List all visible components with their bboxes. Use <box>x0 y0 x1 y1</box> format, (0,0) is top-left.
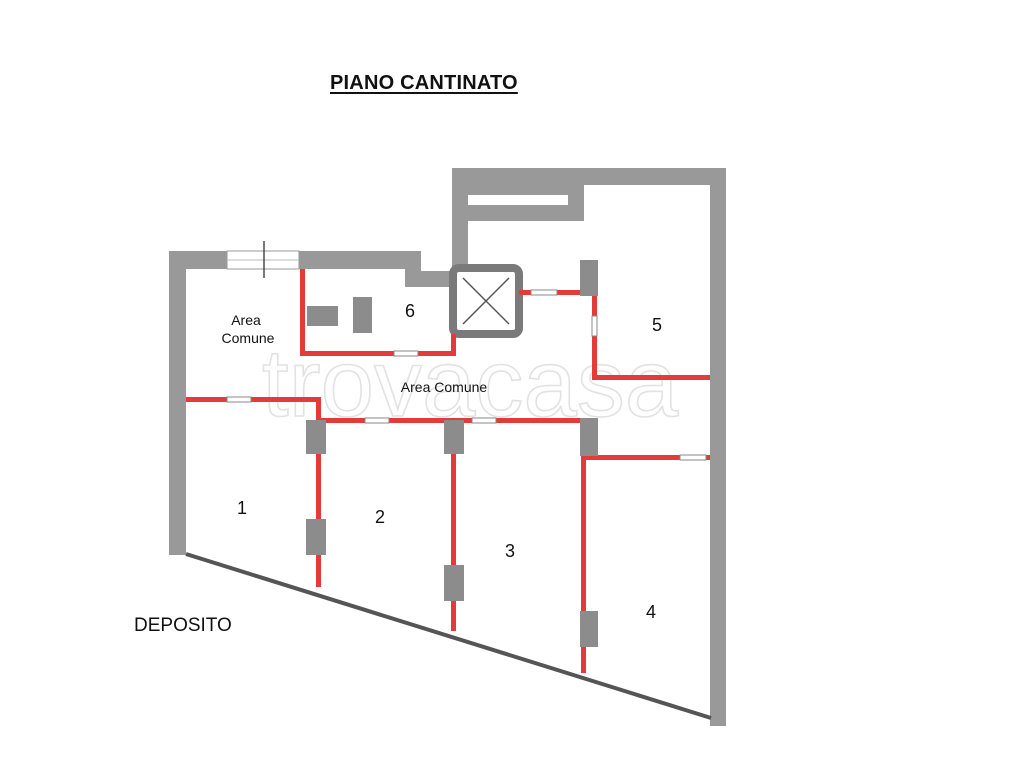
partition-r5-bottom <box>592 375 710 380</box>
door-elev-r5 <box>530 289 558 296</box>
door-r5 <box>591 315 598 337</box>
partition-r4-top <box>581 455 710 460</box>
door-r2 <box>364 417 390 424</box>
door-r3 <box>471 417 497 424</box>
partition-r2-r3 <box>451 421 456 631</box>
room-3-label: 3 <box>505 541 515 561</box>
pillars <box>306 260 598 647</box>
pillar-6 <box>580 611 598 647</box>
room-6-label: 6 <box>405 301 415 321</box>
partition-r6-left <box>300 269 305 355</box>
door-r6 <box>393 350 419 357</box>
wall-left <box>169 251 186 555</box>
partition-r6-right <box>451 334 456 356</box>
wall-notch-bottom <box>405 271 455 287</box>
room-5-label: 5 <box>652 315 662 335</box>
deposito-label: DEPOSITO <box>134 615 232 636</box>
pillar-2 <box>306 519 326 555</box>
pillar-7 <box>580 260 598 296</box>
pillar-1 <box>306 420 326 454</box>
area-comune-center: Area Comune <box>401 379 488 395</box>
partition-r3-r4 <box>581 456 586 673</box>
pillar-r6-a <box>307 306 338 326</box>
plan-title: PIANO CANTINATO <box>330 72 518 94</box>
wall-right <box>710 168 726 726</box>
elevator-shaft <box>449 264 523 338</box>
wall-upper-left <box>452 168 468 272</box>
partition-r1-top <box>186 397 320 402</box>
partition-r6-bottom <box>300 351 456 356</box>
partition-step <box>316 397 321 421</box>
door-r1 <box>226 396 252 403</box>
outer-walls <box>169 168 726 726</box>
partition-r1-r2 <box>316 421 321 587</box>
pillar-r6-b <box>353 297 372 333</box>
doors <box>226 289 707 461</box>
room-4-label: 4 <box>646 602 656 622</box>
pillar-4 <box>444 565 464 601</box>
area-comune-left-line2: Comune <box>222 330 275 346</box>
wall-shelf-bottom <box>468 205 584 221</box>
area-comune-left-line1: Area <box>231 312 261 328</box>
pillar-3 <box>444 420 464 454</box>
door-r4 <box>679 454 707 461</box>
room-2-label: 2 <box>375 507 385 527</box>
room-1-label: 1 <box>237 498 247 518</box>
wall-bottom-diagonal <box>185 552 712 720</box>
pillar-5 <box>580 418 598 456</box>
window-top-left <box>226 241 300 278</box>
wall-shelf-top <box>468 185 584 195</box>
wall-top <box>452 168 726 185</box>
